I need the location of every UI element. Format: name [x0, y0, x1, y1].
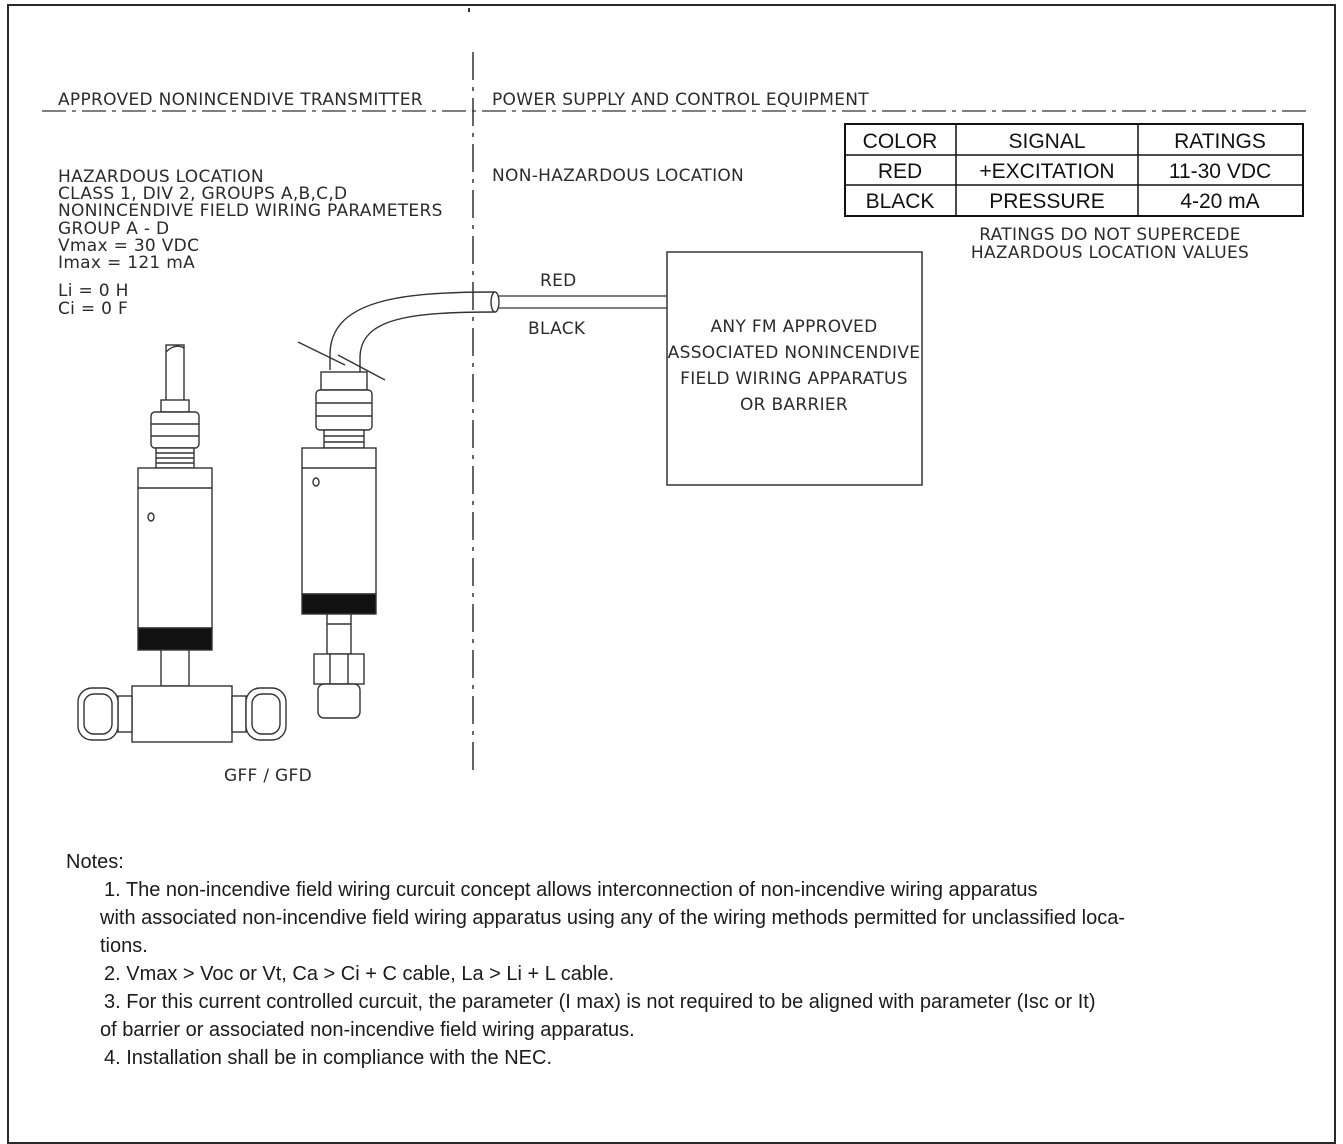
hazardous-line: Ci = 0 F — [58, 299, 128, 319]
table-header-cell: COLOR — [863, 130, 938, 153]
hazardous-line: GROUP A - D — [58, 219, 169, 239]
tee-port-right-inner — [251, 693, 281, 735]
fitting-tip — [317, 683, 361, 719]
tee-fitting — [131, 685, 233, 743]
note-line: 3. For this current controlled curcuit, … — [104, 991, 1096, 1013]
hazardous-line: HAZARDOUS LOCATION — [58, 167, 264, 187]
table-header-cell: RATINGS — [1174, 130, 1266, 153]
ratings-note-line: RATINGS DO NOT SUPERCEDE — [979, 225, 1241, 245]
table-cell: RED — [878, 160, 922, 183]
ratings-note-line: HAZARDOUS LOCATION VALUES — [971, 243, 1249, 263]
body-screw — [147, 512, 155, 522]
notes-title: Notes: — [66, 851, 124, 873]
apparatus-box — [666, 251, 923, 486]
body-screw — [312, 477, 320, 487]
right-zone-header: POWER SUPPLY AND CONTROL EQUIPMENT — [492, 90, 869, 110]
apparatus-line: ANY FM APPROVED — [711, 317, 878, 337]
apparatus-line: ASSOCIATED NONINCENDIVE — [668, 343, 921, 363]
red-wire-label: RED — [540, 271, 577, 291]
apparatus-line: OR BARRIER — [740, 395, 848, 415]
cable-segment — [165, 344, 185, 406]
gland-cap — [160, 399, 190, 413]
cable-curve-inner — [359, 311, 496, 359]
table-cell: +EXCITATION — [979, 160, 1114, 183]
hazardous-parameters: HAZARDOUS LOCATION CLASS 1, DIV 2, GROUP… — [58, 167, 443, 319]
cable-curve-outer — [329, 291, 496, 356]
table-cell: 4-20 mA — [1180, 190, 1259, 213]
hazardous-line: CLASS 1, DIV 2, GROUPS A,B,C,D — [58, 184, 347, 204]
cable-break-mark — [297, 341, 346, 366]
apparatus-line: FIELD WIRING APPARATUS — [680, 369, 908, 389]
gland-thread — [323, 429, 365, 449]
note-line: 1. The non-incendive field wiring curcui… — [104, 879, 1038, 901]
hex-fitting — [313, 653, 365, 685]
label-band — [137, 627, 213, 651]
note-line: 2. Vmax > Voc or Vt, Ca > Ci + C cable, … — [104, 963, 615, 985]
tee-nut-right — [231, 695, 247, 733]
cable-cut-mark — [165, 345, 185, 353]
left-zone-header: APPROVED NONINCENDIVE TRANSMITTER — [58, 90, 423, 110]
table-header-cell: SIGNAL — [1008, 130, 1085, 153]
hazardous-line: NONINCENDIVE FIELD WIRING PARAMETERS — [58, 201, 443, 221]
inline-transmitter-drawing — [77, 344, 287, 743]
gland-nut — [150, 411, 200, 449]
note-line: with associated non-incendive field wiri… — [100, 907, 1125, 929]
direct-transmitter-drawing — [297, 291, 500, 719]
note-line: of barrier or associated non-incendive f… — [100, 1019, 635, 1041]
tee-port-left — [77, 687, 119, 741]
hazardous-line: Vmax = 30 VDC — [58, 236, 199, 256]
ratings-table: COLOR SIGNAL RATINGS RED +EXCITATION 11-… — [844, 123, 1304, 217]
stem — [160, 649, 190, 687]
gland-nut — [315, 389, 373, 431]
note-line: tions. — [100, 935, 148, 957]
hazardous-line: Li = 0 H — [58, 281, 129, 301]
transmitter-body — [301, 447, 377, 595]
gland-cap — [320, 371, 368, 391]
cable-end — [490, 291, 500, 313]
tee-port-left-inner — [83, 693, 113, 735]
wiring-diagram: APPROVED NONINCENDIVE TRANSMITTER POWER … — [42, 8, 1310, 786]
table-cell: 11-30 VDC — [1169, 160, 1271, 183]
model-label: GFF / GFD — [224, 766, 312, 786]
table-cell: PRESSURE — [989, 190, 1105, 213]
transmitter-body — [137, 467, 213, 629]
tee-nut-left — [117, 695, 133, 733]
black-wire-label: BLACK — [528, 319, 586, 339]
note-line: 4. Installation shall be in compliance w… — [104, 1047, 553, 1069]
cable-break-mark — [337, 354, 386, 381]
hazardous-line: Imax = 121 mA — [58, 253, 195, 273]
tee-port-right — [245, 687, 287, 741]
notes-section: Notes: 1. The non-incendive field wiring… — [66, 848, 1331, 1072]
stem — [326, 613, 352, 655]
non-hazardous-label: NON-HAZARDOUS LOCATION — [492, 166, 744, 186]
table-cell: BLACK — [866, 190, 935, 213]
ratings-table-border — [844, 123, 1304, 217]
label-band — [301, 593, 377, 615]
